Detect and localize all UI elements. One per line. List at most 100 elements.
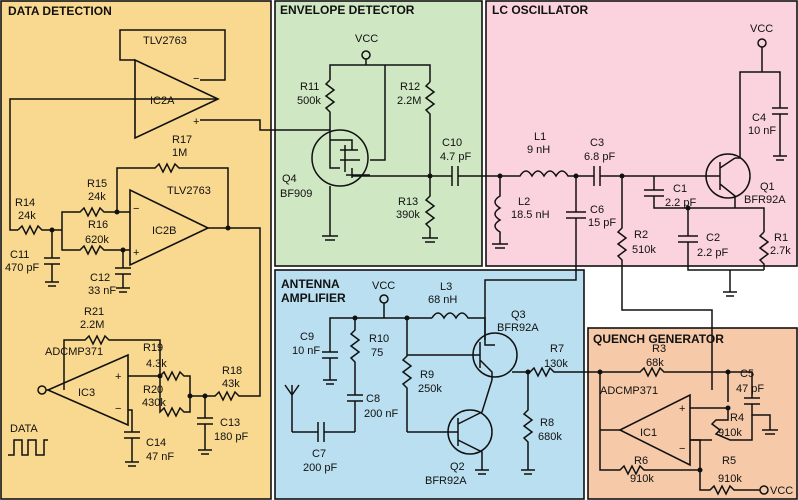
lc-oscillator-panel xyxy=(485,0,798,267)
r21-label: R21 xyxy=(84,306,104,318)
quench-generator-panel xyxy=(587,327,798,500)
data-detection-panel xyxy=(0,0,272,500)
q1-transistor xyxy=(705,153,751,199)
r4-value: 910k xyxy=(718,427,742,439)
c10-value: 4.7 pF xyxy=(440,151,471,163)
ic3-minus: − xyxy=(115,403,121,415)
ic1-comparator xyxy=(618,393,691,467)
c1-value: 2.2 pF xyxy=(665,197,696,209)
c12-value: 33 nF xyxy=(88,285,116,297)
ic1-minus: − xyxy=(679,443,685,455)
ic3-plus: + xyxy=(115,371,121,383)
quench-vcc-terminal xyxy=(759,485,769,495)
l2-label: L2 xyxy=(518,196,530,208)
q1-label: Q1 xyxy=(760,181,775,193)
r10-value: 75 xyxy=(371,347,383,359)
q4-label: Q4 xyxy=(282,173,297,185)
r6-value: 910k xyxy=(630,473,654,485)
osc-vcc: VCC xyxy=(750,23,773,35)
c9-label: C9 xyxy=(300,331,314,343)
ic2b-label: IC2B xyxy=(152,225,176,237)
c8-value: 200 nF xyxy=(364,408,399,420)
lc-oscillator-title: LC OSCILLATOR xyxy=(492,3,589,17)
c1-label: C1 xyxy=(673,183,687,195)
ic2a-part: TLV2763 xyxy=(143,35,187,47)
q1-part: BFR92A xyxy=(744,194,786,206)
r2-label: R2 xyxy=(634,229,648,241)
r1-label: R1 xyxy=(774,232,788,244)
c4-label: C4 xyxy=(752,112,766,124)
r12-label: R12 xyxy=(400,81,420,93)
envelope-detector-title: ENVELOPE DETECTOR xyxy=(280,3,415,17)
data-detection-title: DATA DETECTION xyxy=(8,4,112,18)
r9-label: R9 xyxy=(420,369,434,381)
r7-value: 130k xyxy=(544,358,568,370)
q2-label: Q2 xyxy=(450,461,465,473)
ic2b-opamp xyxy=(129,188,210,267)
r19-value: 4.3k xyxy=(146,358,167,370)
c7-label: C7 xyxy=(312,448,326,460)
r11-label: R11 xyxy=(300,81,319,93)
ic3-comparator xyxy=(46,353,129,427)
ic3-label: IC3 xyxy=(78,387,95,399)
r18-value: 43k xyxy=(222,378,240,390)
ic1-label: IC1 xyxy=(640,427,657,439)
r1-value: 2.7k xyxy=(770,245,791,257)
r13-label: R13 xyxy=(398,196,418,208)
r17-value: 1M xyxy=(172,147,187,159)
r14-value: 24k xyxy=(18,210,36,222)
env-vcc: VCC xyxy=(355,33,378,45)
r18-label: R18 xyxy=(222,365,242,377)
antenna-icon xyxy=(284,384,300,432)
ic1-plus: + xyxy=(679,403,685,415)
quench-vcc: VCC xyxy=(770,485,793,497)
r15-value: 24k xyxy=(88,191,106,203)
r8-value: 680k xyxy=(538,431,562,443)
ic2b-minus: − xyxy=(133,203,139,215)
c11-label: C11 xyxy=(10,249,29,261)
r5-value: 910k xyxy=(718,473,742,485)
c3-value: 6.8 pF xyxy=(584,151,615,163)
l2-value: 18.5 nH xyxy=(511,209,550,221)
antenna-amplifier-title-1: ANTENNA xyxy=(281,277,340,291)
r10-label: R10 xyxy=(369,333,389,345)
c3-label: C3 xyxy=(590,137,604,149)
ic2b-part: TLV2763 xyxy=(167,185,211,197)
ic2a-minus: − xyxy=(193,73,199,85)
r15-label: R15 xyxy=(87,178,107,190)
l3-value: 68 nH xyxy=(428,294,457,306)
r8-label: R8 xyxy=(540,417,554,429)
c14-value: 47 nF xyxy=(146,451,174,463)
r19-label: R19 xyxy=(143,342,163,354)
quench-generator-title: QUENCH GENERATOR xyxy=(593,332,724,346)
r12-value: 2.2M xyxy=(397,95,421,107)
r14-label: R14 xyxy=(15,197,35,209)
c8-label: C8 xyxy=(366,393,380,405)
r21-value: 2.2M xyxy=(80,319,104,331)
q4-part: BF909 xyxy=(280,188,312,200)
r20-value: 430k xyxy=(142,397,166,409)
data-waveform xyxy=(8,439,48,456)
l1-label: L1 xyxy=(534,131,546,143)
r13-value: 390k xyxy=(396,209,420,221)
r17-label: R17 xyxy=(172,134,192,146)
r5-label: R5 xyxy=(722,455,736,467)
r2-value: 510k xyxy=(632,244,656,256)
c5-label: C5 xyxy=(740,368,754,380)
amp-vcc: VCC xyxy=(372,280,395,292)
c5-value: 47 pF xyxy=(736,383,764,395)
c11-value: 470 pF xyxy=(5,262,40,274)
r16-label: R16 xyxy=(88,219,108,231)
data-label: DATA xyxy=(10,423,38,435)
c13-value: 180 pF xyxy=(214,431,249,443)
c12-label: C12 xyxy=(90,272,110,284)
ic1-part: ADCMP371 xyxy=(600,385,658,397)
c9-value: 10 nF xyxy=(292,345,320,357)
envelope-detector-panel xyxy=(274,0,483,267)
c4-value: 10 nF xyxy=(748,125,776,137)
c6-value: 15 pF xyxy=(588,217,616,229)
ic2b-plus: + xyxy=(133,247,139,259)
q2-part: BFR92A xyxy=(425,475,467,487)
q3-part: BFR92A xyxy=(497,322,539,334)
